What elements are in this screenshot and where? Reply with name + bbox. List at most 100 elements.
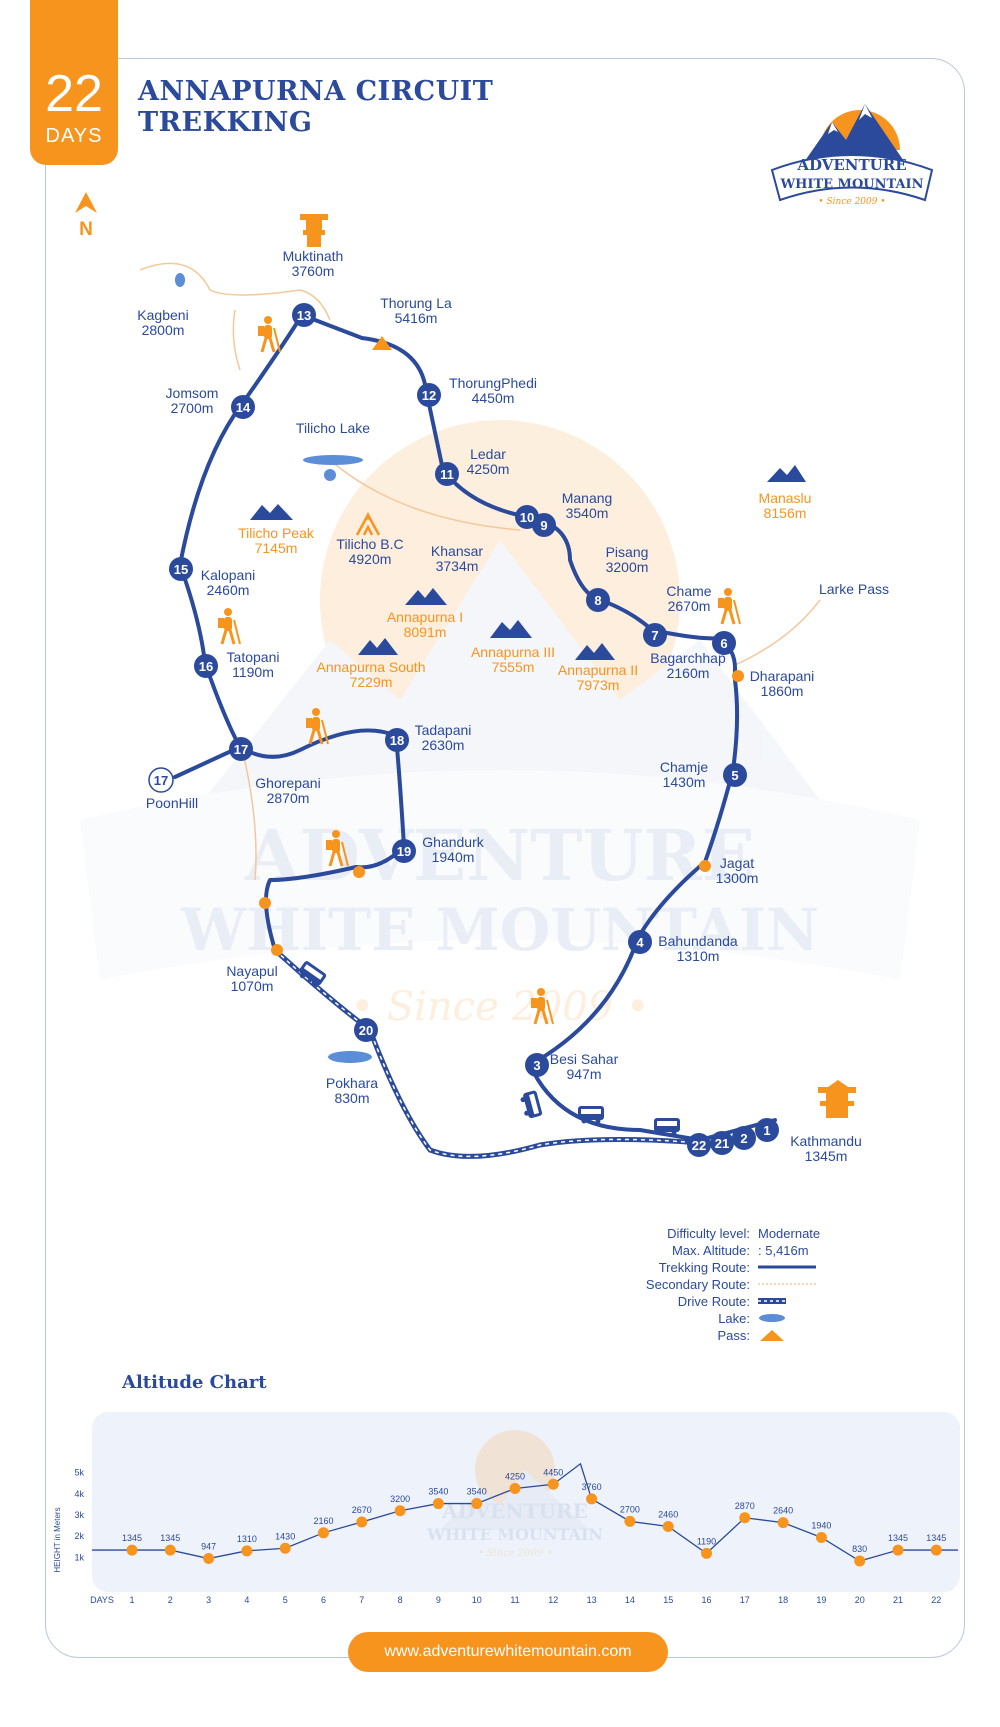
- svg-text:3: 3: [533, 1058, 540, 1073]
- bagarchhap-name: Bagarchhap: [650, 650, 726, 666]
- altitude-point: [586, 1493, 598, 1505]
- hiker-icon-4: [326, 830, 349, 867]
- x-tick-label: 21: [893, 1595, 903, 1605]
- page-title: ANNAPURNA CIRCUIT TREKKING: [138, 76, 493, 138]
- altitude-point: [279, 1542, 291, 1554]
- svg-text:18: 18: [390, 733, 404, 748]
- legend-drive-label: Drive Route:: [677, 1294, 750, 1309]
- hiker-icon-6: [531, 988, 554, 1025]
- manaslu-alt: 8156m: [764, 505, 807, 521]
- thorungphedi-name: ThorungPhedi: [449, 375, 537, 391]
- altitude-point: [815, 1531, 827, 1543]
- altitude-data-label: 3760: [582, 1482, 602, 1492]
- x-tick-label: 8: [398, 1595, 403, 1605]
- altitude-point: [624, 1515, 636, 1527]
- altitude-data-label: 2640: [773, 1506, 793, 1516]
- thorung-la-alt: 5416m: [395, 310, 438, 326]
- days-number: 22: [45, 65, 103, 123]
- day-marker-10: 10: [515, 505, 539, 529]
- day-marker-17: 17: [229, 737, 253, 761]
- tilicho-peak-mountain-icon: [250, 504, 293, 520]
- bus-icons: [299, 961, 680, 1136]
- x-tick-label: 13: [587, 1595, 597, 1605]
- x-tick-label: 5: [283, 1595, 288, 1605]
- place-labels: Muktinath 3760m Kagbeni 2800m Thorung La…: [137, 248, 889, 1164]
- website-link[interactable]: www.adventurewhitemountain.com: [348, 1632, 668, 1672]
- altitude-point: [394, 1505, 406, 1517]
- legend-drive: Drive Route:: [640, 1294, 900, 1311]
- svg-text:1: 1: [763, 1123, 770, 1138]
- khansar-name: Khansar: [431, 543, 483, 559]
- altitude-data-label: 1190: [697, 1536, 716, 1546]
- jomsom-name: Jomsom: [166, 385, 219, 401]
- svg-text:6: 6: [720, 636, 727, 651]
- annapurna-2-name: Annapurna II: [558, 662, 638, 678]
- bus-icon-3: [578, 1106, 604, 1124]
- day-markers: 1 2 3 4 5 6 7 8 9 10 11 12 13 14 15 16 1…: [148, 303, 779, 1157]
- svg-text:20: 20: [359, 1023, 373, 1038]
- pass-swatch-icon: [760, 1330, 784, 1341]
- tilicho-peak-alt: 7145m: [255, 540, 298, 556]
- day-marker-17-poonhill: 17: [148, 767, 174, 793]
- tent-icon: [355, 511, 381, 536]
- svg-text:19: 19: [397, 844, 411, 859]
- x-tick-label: 7: [359, 1595, 364, 1605]
- x-tick-label: 22: [931, 1595, 941, 1605]
- altitude-data-label: 4250: [505, 1472, 525, 1482]
- legend-altitude-value: : 5,416m: [758, 1243, 809, 1258]
- bahundanda-alt: 1310m: [677, 948, 720, 964]
- altitude-data-label: 4450: [543, 1467, 563, 1477]
- day-marker-8: 8: [586, 588, 610, 612]
- altitude-data-label: 1345: [888, 1533, 908, 1543]
- jagat-alt: 1300m: [716, 870, 759, 886]
- kathmandu-alt: 1345m: [805, 1148, 848, 1164]
- day-marker-16: 16: [194, 654, 218, 678]
- day-marker-22: 22: [687, 1133, 711, 1157]
- nayapul-name: Nayapul: [226, 963, 277, 979]
- annapurna-1-name: Annapurna I: [387, 609, 463, 625]
- altitude-point: [547, 1478, 559, 1490]
- hiker-icon-3: [306, 708, 329, 745]
- altitude-point: [662, 1520, 674, 1532]
- altitude-data-label: 2700: [620, 1504, 640, 1514]
- x-tick-label: 2: [168, 1595, 173, 1605]
- muktinath-temple-icon: [300, 214, 328, 247]
- altitude-point: [241, 1545, 253, 1557]
- poonhill-name: PoonHill: [146, 795, 198, 811]
- secondary-route-muktinath: [299, 289, 331, 321]
- altitude-point: [854, 1555, 866, 1567]
- jomsom-alt: 2700m: [171, 400, 214, 416]
- watermark-mountain: [140, 540, 880, 880]
- waypoint-dots: [259, 670, 744, 956]
- lake-swatch-icon: [759, 1314, 785, 1322]
- hiker-icon-1: [258, 316, 281, 353]
- altitude-data-label: 2870: [735, 1501, 755, 1511]
- muktinath-name: Muktinath: [283, 248, 344, 264]
- x-tick-label: 16: [701, 1595, 711, 1605]
- manang-alt: 3540m: [566, 505, 609, 521]
- route-poonhill: [173, 745, 242, 779]
- legend-difficulty-label: Difficulty level:: [667, 1226, 750, 1241]
- day-marker-1: 1: [755, 1118, 779, 1142]
- tatopani-alt: 1190m: [232, 664, 274, 680]
- bahundanda-name: Bahundanda: [658, 933, 738, 949]
- legend-lake-label: Lake:: [718, 1311, 750, 1326]
- day-marker-11: 11: [435, 462, 459, 486]
- ghandurk-name: Ghandurk: [422, 834, 484, 850]
- day-marker-5: 5: [723, 763, 747, 787]
- kagbeni-lake-icon: [175, 273, 185, 287]
- tilicho-lake-name: Tilicho Lake: [296, 420, 370, 436]
- watermark: ADVENTURE WHITE MOUNTAIN • Since 2009 •: [80, 420, 920, 1030]
- legend-trekking-label: Trekking Route:: [658, 1260, 750, 1275]
- svg-text:17: 17: [234, 742, 248, 757]
- annapurna-2-alt: 7973m: [577, 677, 620, 693]
- altitude-data-label: 1310: [237, 1534, 257, 1544]
- day-marker-18: 18: [385, 728, 409, 752]
- dharapani-alt: 1860m: [761, 683, 804, 699]
- svg-text:5: 5: [731, 768, 738, 783]
- annapurna-south-alt: 7229m: [350, 674, 393, 690]
- altitude-point: [164, 1544, 176, 1556]
- x-tick-label: 11: [510, 1595, 519, 1605]
- ghandurk-alt: 1940m: [432, 849, 475, 865]
